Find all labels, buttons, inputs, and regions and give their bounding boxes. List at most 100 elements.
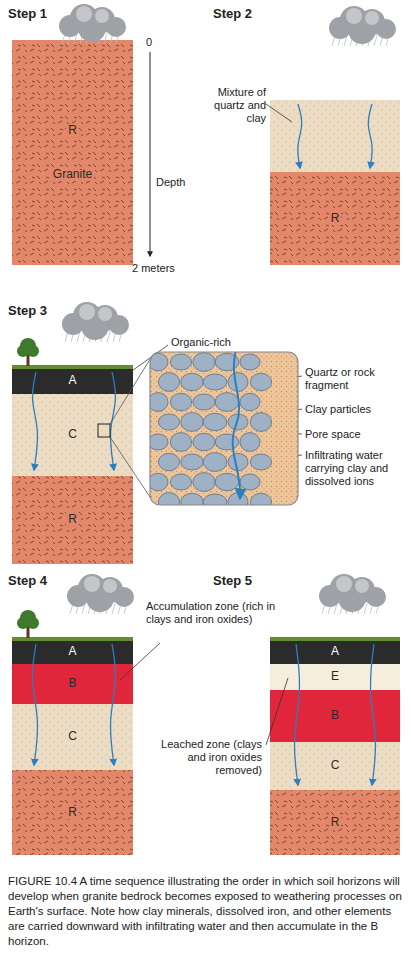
soil-horizon: C [12,394,133,476]
horizon-letter: B [329,709,341,723]
water-arrow [295,644,300,785]
quartz-grain [250,493,271,505]
quartz-grain [193,353,215,372]
horizon-letter: A [66,374,78,388]
inset-marker [98,424,110,437]
quartz-grain [158,493,179,505]
quartz-grain [228,493,248,505]
horizon-fill [270,172,400,265]
horizon-letter: R [66,806,79,820]
quartz-grain [170,433,191,452]
quartz-grain [240,354,260,370]
water-arrow [368,104,372,168]
callout-label: Organic-rich [171,336,261,349]
horizon-fill [12,704,133,770]
callout-label: Clay particles [305,403,405,416]
step-label: Step 1 [8,6,88,22]
horizon-fill [12,770,133,855]
quartz-grain [181,493,203,505]
quartz-grain [203,413,227,430]
soil-horizon: B [12,664,133,704]
soil-horizon: A [270,640,400,664]
horizon-letter: R [329,816,342,830]
quartz-grain [170,354,191,370]
callout-label: Quartz or rock fragment [305,366,381,392]
soil-horizon: RGranite [12,40,133,265]
quartz-grain [203,374,227,390]
horizon-fill [12,40,133,265]
quartz-grain [250,454,271,470]
water-arrow [298,104,302,168]
tree [17,338,39,366]
quartz-grain [193,433,215,450]
water-arrow [33,372,38,470]
rain-cloud [62,302,129,342]
horizon-letter: A [329,645,341,659]
horizon-letter: R [66,513,79,527]
water-arrow [371,644,376,785]
horizon-letter: R [329,212,342,226]
quartz-grain [181,413,203,432]
quartz-grain [150,393,168,412]
quartz-grain [228,453,248,470]
soil-horizon: C [270,742,400,790]
water-arrow [111,372,116,470]
soil-horizon: E [270,664,400,690]
horizon-letter: C [66,428,79,442]
figure-caption: FIGURE 10.4 A time sequence illustrating… [8,874,404,949]
soil-horizon: R [270,172,400,265]
quartz-grain [250,373,271,390]
soil-horizon: A [12,640,133,664]
quartz-grain [193,473,215,492]
horizon-fill [270,690,400,742]
quartz-grain [158,414,179,430]
horizon-letter: C [329,759,342,773]
horizon-text: R [66,124,79,138]
horizon-letter: E [329,670,341,684]
horizon-letter: A [66,645,78,659]
quartz-grain [158,453,179,470]
step-label: Step 4 [8,573,88,589]
quartz-grain [240,433,260,452]
rain-cloud [329,6,396,46]
quartz-grain [250,413,271,432]
quartz-grain [158,373,179,392]
quartz-grain [240,474,260,490]
soil-horizon: R [270,790,400,855]
horizon-fill [12,476,133,564]
leader-lines [110,104,302,745]
water-arrow [33,644,38,765]
grass [12,365,133,369]
quartz-grain [203,494,227,505]
horizon-letter: B [66,677,78,691]
callout-label: Infiltrating water carrying clay and dis… [305,449,405,489]
quartz-grain [228,373,248,392]
water-arrow [111,644,116,765]
grass [270,637,400,641]
quartz-grain [170,474,191,490]
quartz-grain [215,473,239,490]
weathered-band [270,100,400,172]
grass [12,637,133,641]
step-label: Step 3 [8,303,88,319]
callout-label: Depth [156,176,206,189]
quartz-grain [181,454,203,470]
callout-label: 0 [146,36,166,49]
quartz-grain [203,453,227,472]
inset-magnified [150,352,298,505]
soil-horizon: B [270,690,400,742]
quartz-grain [150,434,168,450]
quartz-grain [181,373,203,390]
step-label: Step 5 [213,573,293,589]
callout-label: Leached zone (clays and iron oxides remo… [150,738,262,778]
callout-label: Mixture of quartz and clay [208,86,266,126]
depth-axis [150,52,151,256]
horizon-fill [270,790,400,855]
callout-label: Pore space [305,428,405,441]
callout-label: Accumulation zone (rich in clays and iro… [146,600,296,626]
horizon-fill [270,742,400,790]
quartz-grain [193,394,215,410]
horizon-fill [270,664,400,690]
rain-cloud [59,4,126,44]
soil-horizon: R [12,770,133,855]
